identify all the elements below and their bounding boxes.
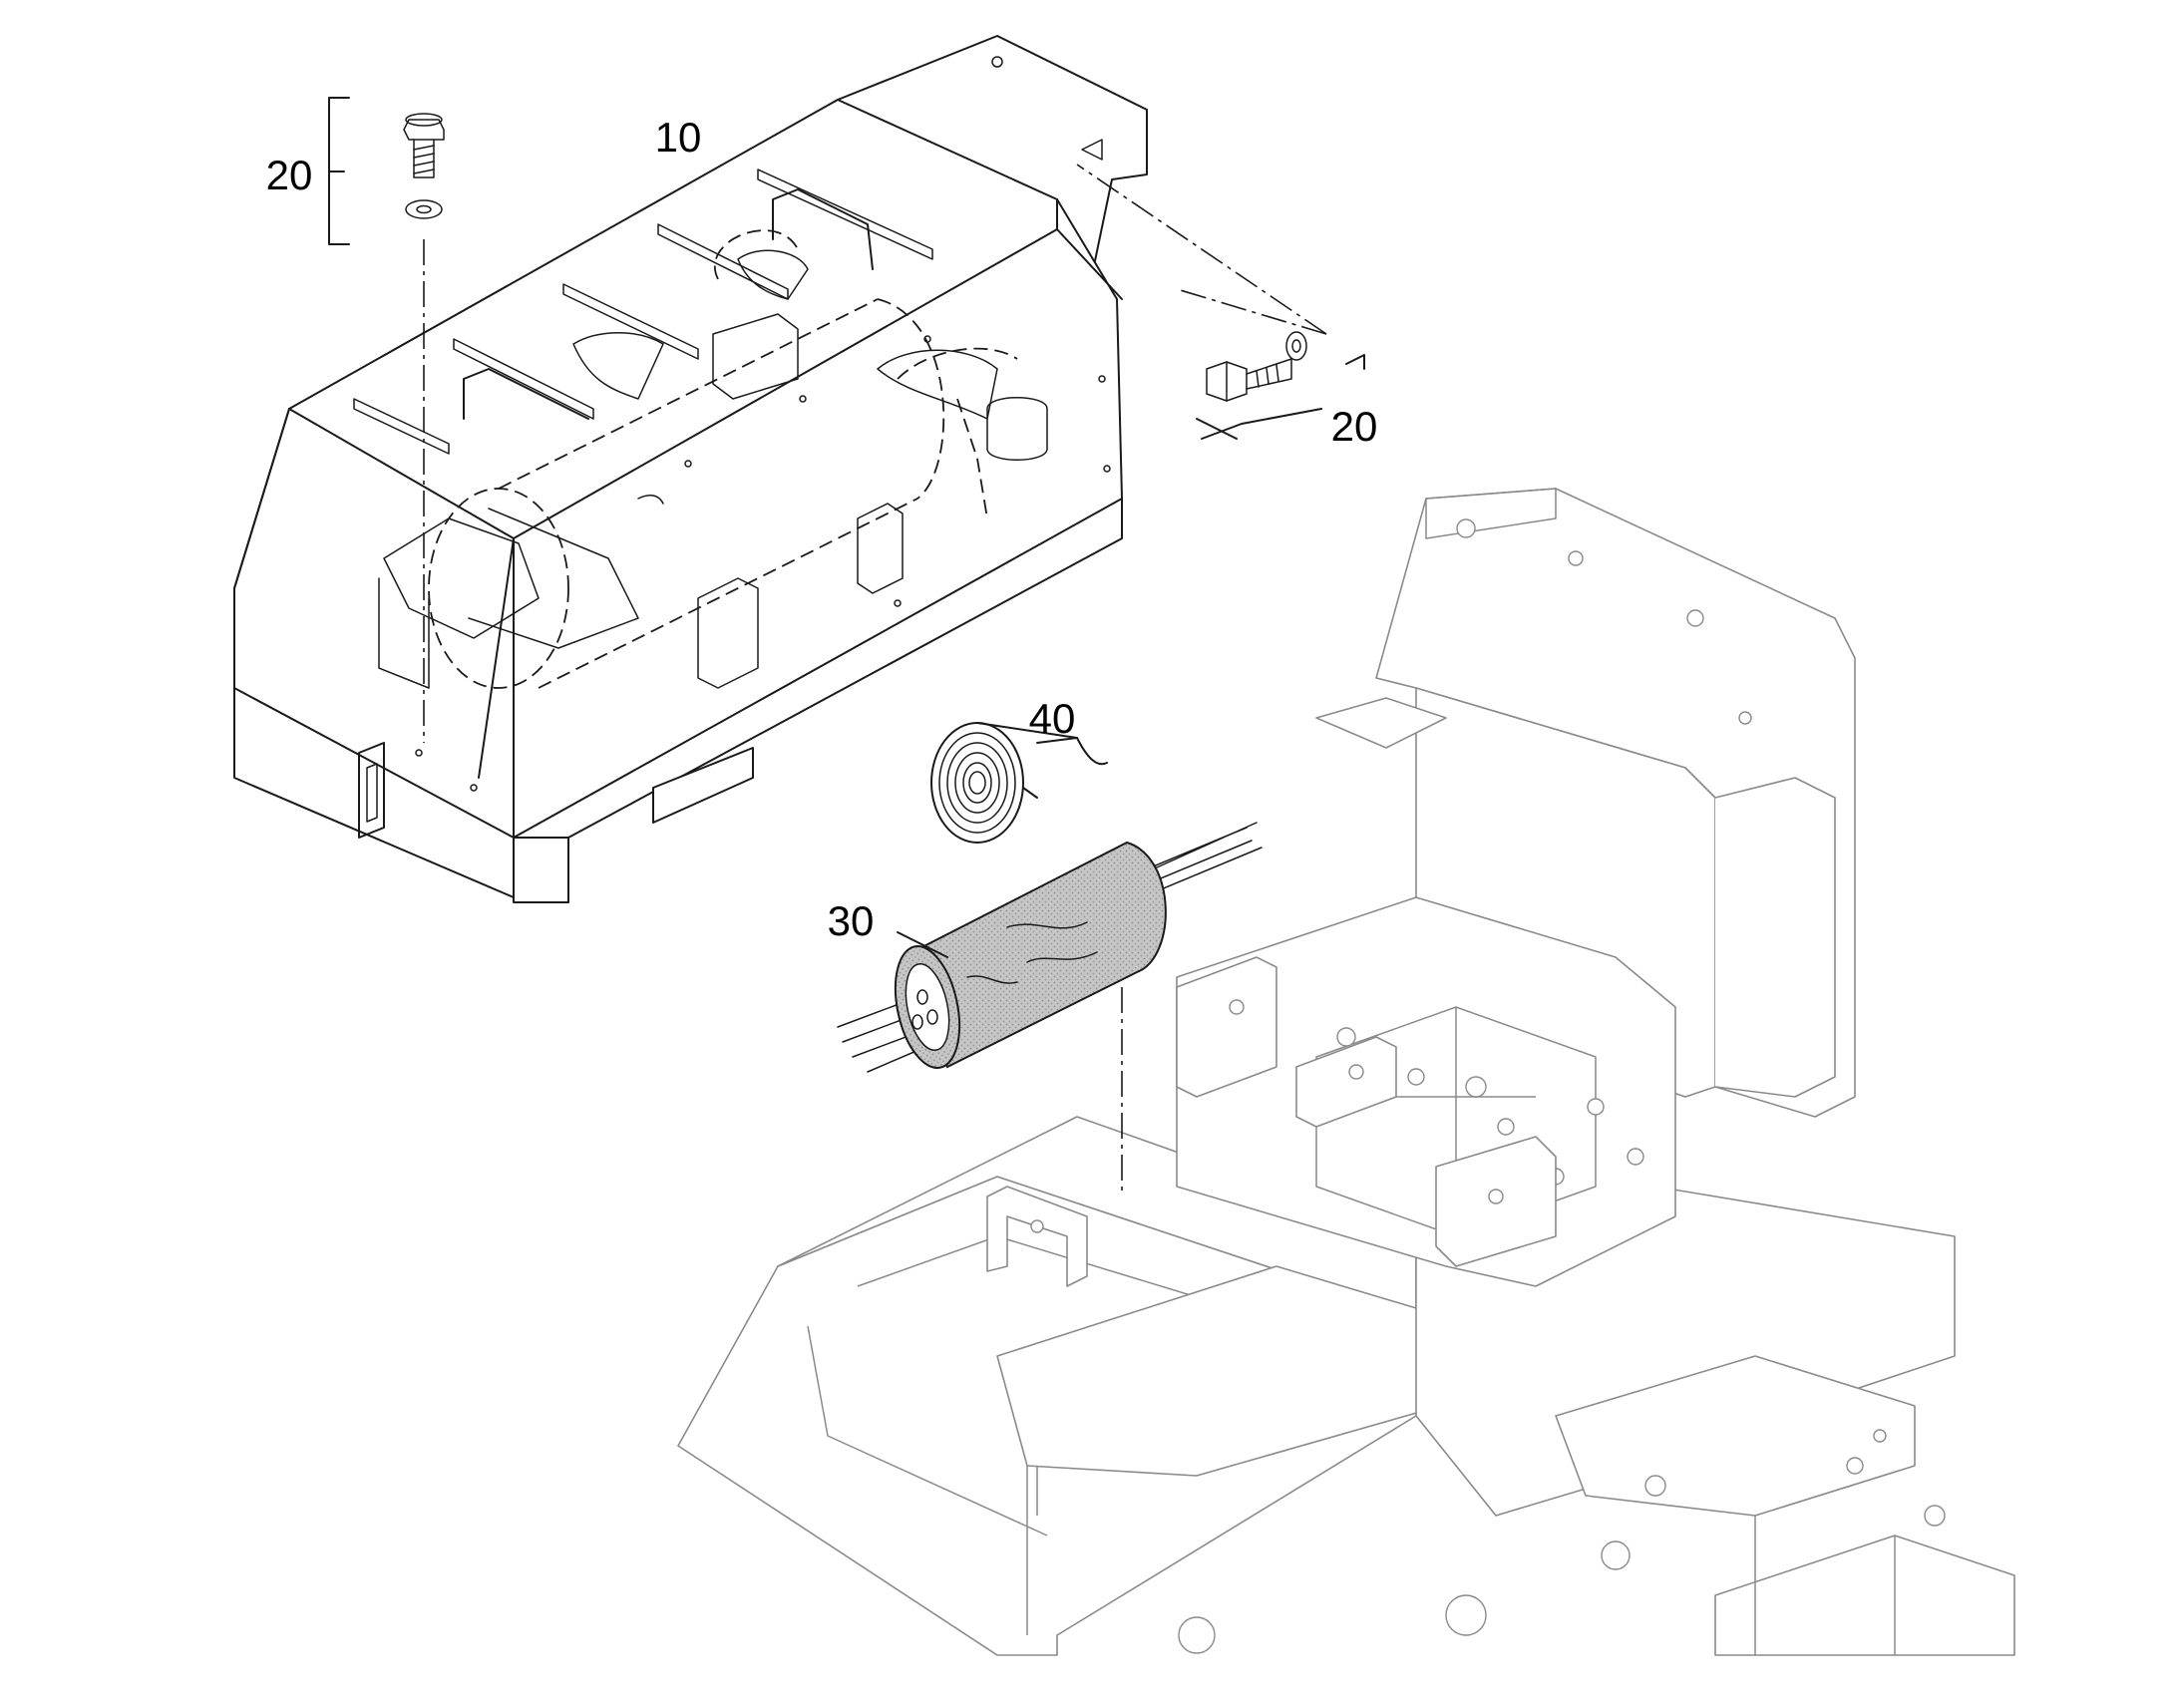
tape-roll — [930, 722, 1108, 844]
callout-20-left: 20 — [266, 152, 313, 198]
callout-40: 40 — [1029, 695, 1076, 742]
bolt-washer-set-right — [1076, 164, 1365, 440]
machine-chassis — [677, 488, 2015, 1656]
callout-10: 10 — [655, 114, 702, 161]
exhaust-enclosure-assembly — [233, 35, 1148, 903]
insulating-sleeve-with-harness — [837, 822, 1263, 1196]
callout-30: 30 — [828, 897, 875, 944]
callout-20-right: 20 — [1331, 403, 1378, 450]
bolt-washer-set-left — [328, 97, 445, 743]
